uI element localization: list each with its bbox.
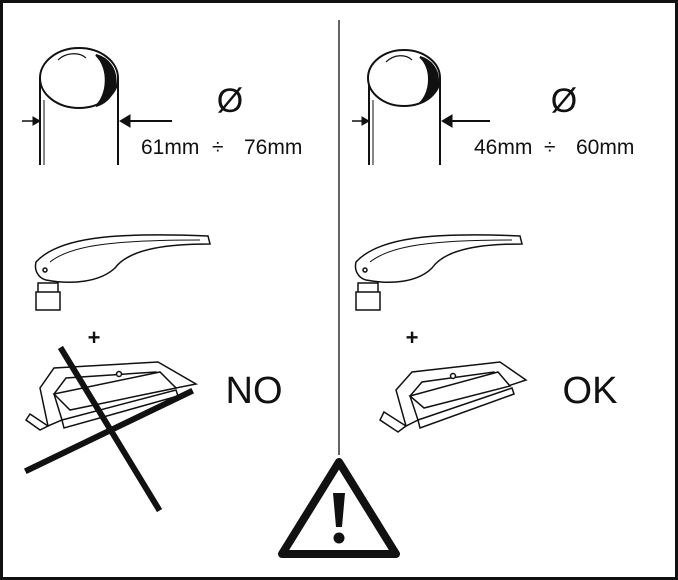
left-pole-icon xyxy=(39,47,119,165)
right-pole-icon xyxy=(367,49,441,165)
right-range-max: 60mm xyxy=(576,136,634,159)
left-lamp-head-icon xyxy=(34,234,211,311)
right-diameter-symbol: Ø xyxy=(551,82,577,120)
left-bracket-icon xyxy=(24,361,199,431)
left-range-min: 61mm xyxy=(141,136,199,159)
right-lamp-head-icon xyxy=(354,234,523,311)
right-dimension-arrows xyxy=(352,114,490,128)
right-verdict-label: OK xyxy=(563,370,618,412)
left-range-max: 76mm xyxy=(244,136,302,159)
right-range-min: 46mm xyxy=(474,136,532,159)
left-range-separator: ÷ xyxy=(212,136,224,159)
left-panel: Ø 61mm ÷ 76mm + NO xyxy=(22,47,302,513)
left-plus-sign: + xyxy=(88,325,101,350)
left-verdict-label: NO xyxy=(226,370,283,412)
right-bracket-icon xyxy=(379,361,528,433)
right-range-separator: ÷ xyxy=(544,136,556,159)
left-dimension-arrows xyxy=(22,114,172,128)
right-panel: Ø 46mm ÷ 60mm + OK xyxy=(352,49,634,433)
warning-triangle-icon xyxy=(278,458,400,558)
no-cross-mark-icon xyxy=(23,345,195,513)
right-plus-sign: + xyxy=(406,325,419,350)
left-diameter-symbol: Ø xyxy=(217,82,243,120)
